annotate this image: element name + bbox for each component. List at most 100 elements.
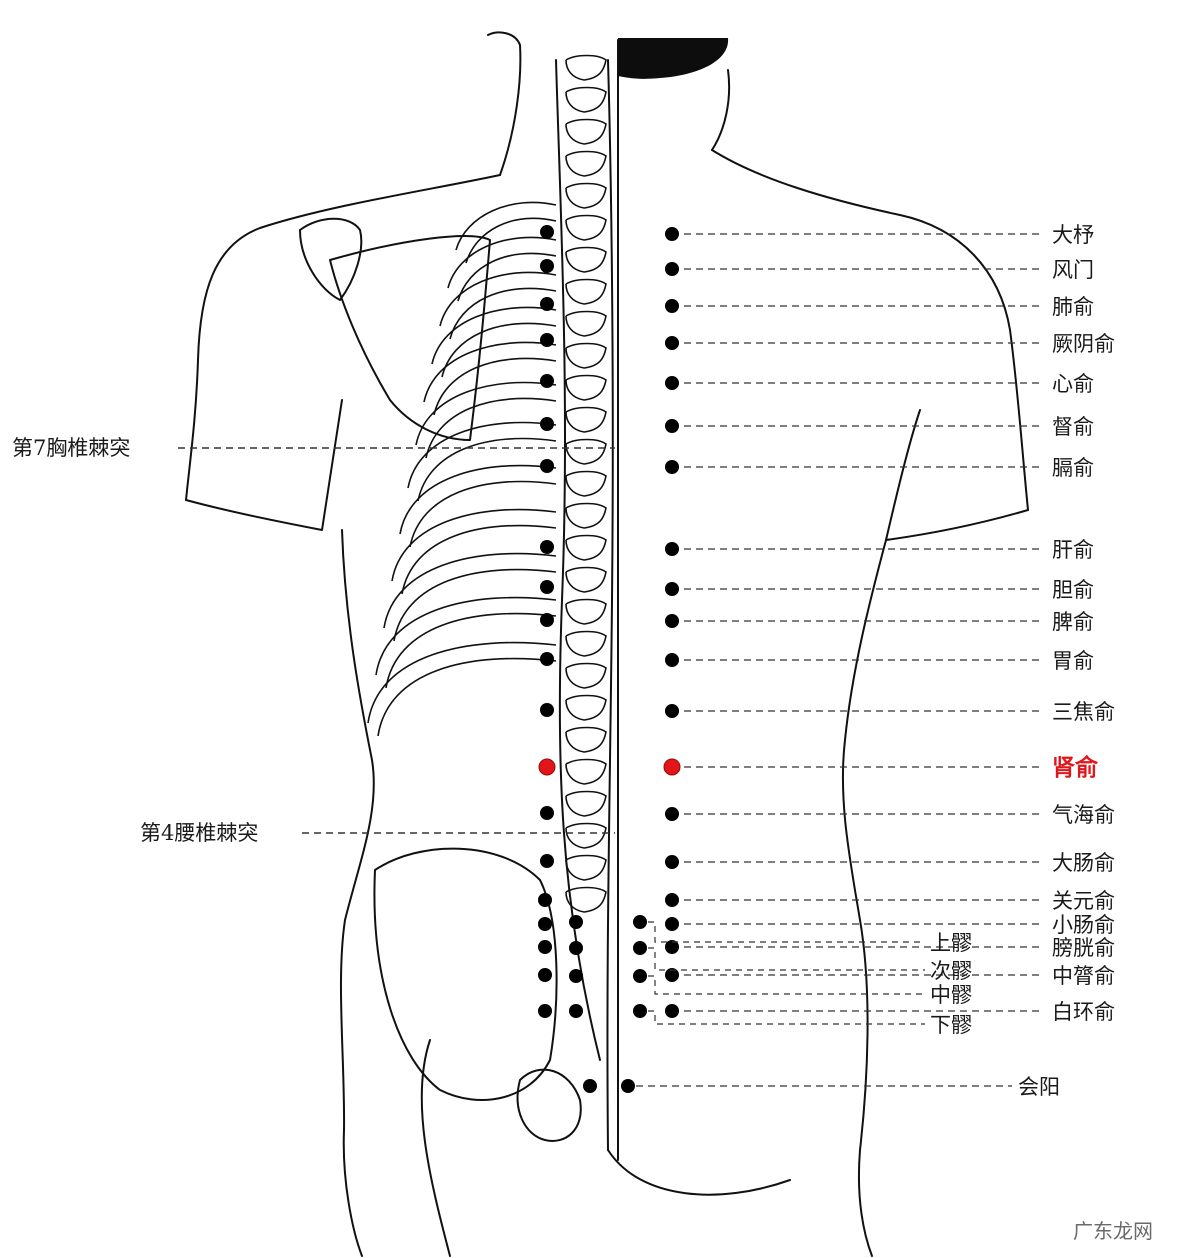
vertebra xyxy=(565,534,607,561)
acupoint-dot-mirror-weishu xyxy=(540,652,554,666)
sacral-dot-mirror-xialiao xyxy=(569,1004,583,1018)
acupoint-dot-mirror-sanjiaoshu xyxy=(540,703,554,717)
rib xyxy=(439,271,557,327)
sacral-dot-mirror-ciliao xyxy=(569,941,583,955)
vertebra xyxy=(565,822,607,849)
acupoint-dot-mirror xyxy=(538,893,552,907)
acupoint-dot-mirror xyxy=(538,940,552,954)
acupoint-label-pangguangshu: 膀胱俞 xyxy=(1052,936,1115,960)
rib xyxy=(433,357,557,416)
vertebra xyxy=(565,54,607,81)
sacral-dot-zhongliao xyxy=(633,969,647,983)
acupoint-label-ganshu: 肝俞 xyxy=(1052,538,1094,562)
acupoint-label-danshu: 胆俞 xyxy=(1052,578,1094,602)
sacral-dot-shangliao xyxy=(633,915,647,929)
rib xyxy=(407,421,557,489)
acupoint-label-zhonglushu: 中膂俞 xyxy=(1052,964,1115,988)
sacral-label-ciliao: 次髎 xyxy=(930,959,972,983)
acupoint-dot-dachangshu xyxy=(665,855,679,869)
acupoint-dot-mirror-ganshu xyxy=(540,540,554,554)
vertebra xyxy=(565,694,607,721)
acupoint-dot-mirror-danshu xyxy=(540,580,554,594)
acupoint-dot-huiyang xyxy=(621,1079,635,1093)
acupoint-dot-mirror xyxy=(538,968,552,982)
vertebra xyxy=(565,406,607,433)
sacral-leader-line xyxy=(648,975,925,995)
rib xyxy=(415,381,557,446)
acupoint-dot-mirror-feishu xyxy=(540,297,554,311)
acupoint-label-baihuanshu: 白环俞 xyxy=(1052,1000,1115,1024)
acupoint-dot-fengmen xyxy=(665,262,679,276)
acupoint-dot-mirror-fengmen xyxy=(540,259,554,273)
acupoint-dot-mirror-dachangshu xyxy=(540,854,554,868)
left-torso-side xyxy=(339,529,375,1257)
acupoint-dot-danshu xyxy=(665,582,679,596)
vertebra xyxy=(565,630,607,657)
acupoint-label-jueyinshu: 厥阴俞 xyxy=(1052,332,1115,356)
vertebra xyxy=(565,598,607,625)
vertebra xyxy=(565,150,607,177)
sacral-label-xialiao: 下髎 xyxy=(930,1013,972,1037)
vertebra xyxy=(565,214,607,241)
acupoint-dot-geshu xyxy=(665,460,679,474)
acupoint-dot-pishu xyxy=(665,614,679,628)
rib xyxy=(409,480,557,548)
vertebra xyxy=(565,662,607,689)
sacral-dot-mirror-zhongliao xyxy=(569,969,583,983)
sacral-leader-line xyxy=(648,1010,925,1025)
sacral-dot-mirror-shangliao xyxy=(569,915,583,929)
reference-label-t7: 第7胸椎棘突 xyxy=(12,436,130,460)
rib xyxy=(401,524,557,595)
acupoint-dot-mirror-huiyang xyxy=(583,1079,597,1093)
rib xyxy=(455,201,557,251)
acupoint-dot-mirror-qihaishu xyxy=(540,806,554,820)
sacral-leader-line xyxy=(648,921,925,943)
hairline xyxy=(618,38,729,79)
acupoint-dot-dushu xyxy=(665,419,679,433)
pelvis xyxy=(373,847,558,1101)
acupoint-dot-guanyuanshu xyxy=(665,893,679,907)
femur-head xyxy=(516,1068,582,1142)
left-shoulder xyxy=(185,174,501,501)
vertebra xyxy=(565,726,607,753)
acupoint-dot-mirror-shenshu xyxy=(538,758,556,776)
acupoint-dot-mirror-geshu xyxy=(540,459,554,473)
vertebra xyxy=(565,438,607,465)
acupoint-dot-mirror-xinshu xyxy=(540,374,554,388)
acupoint-dot-xinshu xyxy=(665,376,679,390)
acupoint-dot-xiaochangshu xyxy=(665,917,679,931)
vertebra xyxy=(565,470,607,497)
acupoint-dot-feishu xyxy=(665,299,679,313)
rib xyxy=(457,252,557,302)
acupoint-label-xinshu: 心俞 xyxy=(1052,372,1094,396)
acupoint-label-sanjiaoshu: 三焦俞 xyxy=(1052,700,1115,724)
body-outline xyxy=(185,31,1029,1257)
vertebra xyxy=(565,854,607,881)
vertebra xyxy=(565,246,607,273)
vertebra xyxy=(565,886,607,913)
rib xyxy=(385,612,557,689)
acupoint-dot-jueyinshu xyxy=(665,336,679,350)
acupoint-dot-sanjiaoshu xyxy=(665,704,679,718)
right-torso-side xyxy=(841,539,887,1257)
acupoint-dot-pangguangshu xyxy=(665,940,679,954)
acupoint-label-xiaochangshu: 小肠俞 xyxy=(1052,913,1115,937)
acupoint-dot-mirror-pishu xyxy=(540,613,554,627)
rib xyxy=(465,217,557,264)
vertebra xyxy=(565,374,607,401)
rib xyxy=(391,508,557,582)
vertebra xyxy=(565,566,607,593)
acupoint-dot-zhonglushu xyxy=(665,968,679,982)
acupoint-label-huiyang: 会阳 xyxy=(1018,1075,1060,1099)
acupoint-label-geshu: 膈俞 xyxy=(1052,456,1094,480)
acupoint-dot-weishu xyxy=(665,653,679,667)
rib xyxy=(449,287,557,340)
acupoint-layer: 大杼风门肺俞厥阴俞心俞督俞膈俞肝俞胆俞脾俞胃俞三焦俞肾俞气海俞大肠俞关元俞小肠俞… xyxy=(538,223,1115,1099)
right-arm-inner xyxy=(885,409,1029,541)
vertebra xyxy=(565,790,607,817)
neck-right xyxy=(711,69,731,151)
rib xyxy=(441,322,557,378)
sacral-dot-ciliao xyxy=(633,941,647,955)
